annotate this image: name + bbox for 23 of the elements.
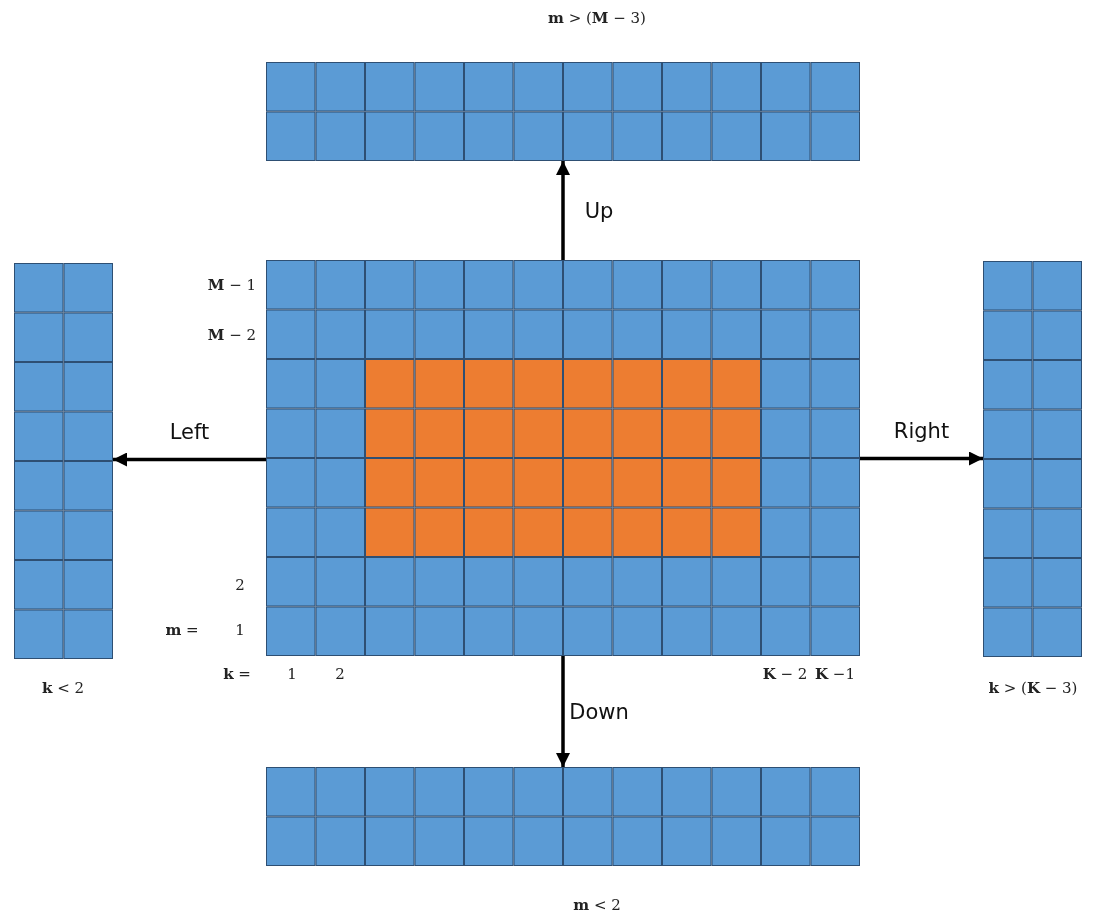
grid-caption: m = [165,621,199,639]
arrow [113,452,266,467]
arrow [556,161,570,260]
cell-grid [266,260,860,656]
grid-caption: m < 2 [573,896,621,914]
grid-caption: m > (M − 3) [548,9,646,27]
grid-caption: 2 [335,665,345,683]
arrow [860,451,983,466]
grid-caption: M − 1 [207,276,257,294]
cell-grid [266,767,860,866]
cell-grid [983,261,1082,657]
cell-grid [14,263,113,659]
grid-caption: K − 2 [762,665,808,683]
arrow [556,656,570,767]
grid-caption: k < 2 [41,679,85,697]
grid-caption: M − 2 [207,326,257,344]
grid-caption: K −1 [815,665,855,683]
grid-caption: 1 [287,665,297,683]
grid-caption: k = [223,665,251,683]
grid-caption: k > (K − 3) [988,679,1078,697]
grid-caption: 1 [235,621,245,639]
cell-grid [266,62,860,161]
grid-caption: 2 [235,576,245,594]
